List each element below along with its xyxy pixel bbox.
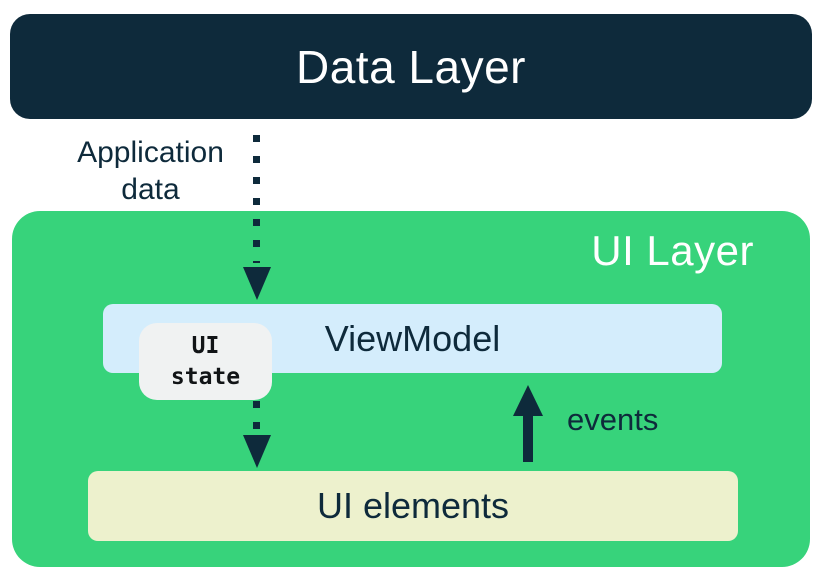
application-data-line2: data <box>121 173 180 206</box>
ui-layer-label: UI Layer <box>591 227 754 274</box>
dotted-arrow-down-head-1-icon <box>243 267 271 300</box>
ui-state-line1: UI <box>191 332 220 359</box>
events-arrow-up-shaft-icon <box>523 412 533 462</box>
ui-state-line2: state <box>170 363 241 390</box>
application-data-line1: Application <box>77 136 224 169</box>
ui-elements-label: UI elements <box>316 485 510 526</box>
events-arrow-up-head-icon <box>513 385 543 416</box>
ui-state-chip: UI state <box>139 323 272 400</box>
data-layer-label: Data Layer <box>295 40 526 93</box>
dotted-arrow-down-segment-2-icon <box>253 401 260 435</box>
events-label: events <box>567 402 659 437</box>
dotted-arrow-down-head-2-icon <box>243 435 271 468</box>
viewmodel-label: ViewModel <box>324 317 501 359</box>
data-layer-box: Data Layer <box>10 14 812 119</box>
application-data-label: Application data <box>58 134 243 208</box>
dotted-arrow-down-segment-1-icon <box>253 135 260 263</box>
ui-elements-box: UI elements <box>88 471 738 541</box>
